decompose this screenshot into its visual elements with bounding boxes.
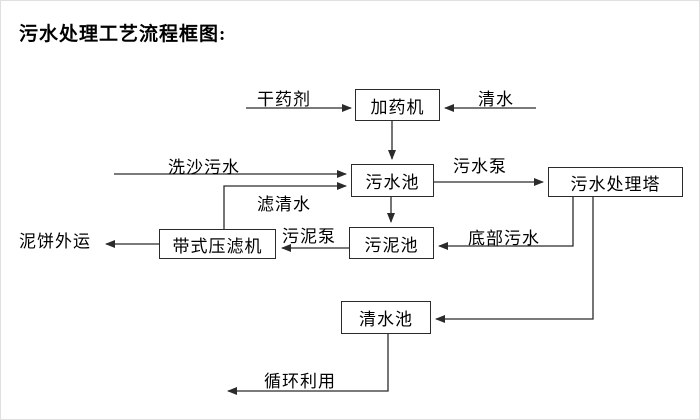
edge-label-recycle: 循环利用 — [264, 372, 336, 391]
edge-recycle-arrow — [227, 334, 389, 395]
edge-filtered-water-arrow — [223, 182, 347, 229]
edge-label-sludge-pump: 污泥泵 — [282, 227, 336, 246]
edge-label-sand-washing: 洗沙污水 — [168, 158, 240, 177]
edge-label-sewage-pump: 污水泵 — [453, 157, 507, 176]
node-clean-water-pool: 清水池 — [341, 301, 431, 334]
edge-bottom-sewage-arrow — [438, 197, 574, 250]
node-dosing-machine: 加药机 — [355, 89, 440, 121]
edge-label-dry-agent: 干药剂 — [257, 90, 311, 109]
node-treatment-tower: 污水处理塔 — [548, 167, 683, 197]
node-sludge-pool: 污泥池 — [349, 227, 434, 259]
page-title: 污水处理工艺流程框图: — [19, 24, 227, 45]
edge-label-mud-cake-out: 泥饼外运 — [19, 232, 91, 251]
edge-label-clean-water: 清水 — [478, 90, 514, 109]
edge-tower-to-clean-arrow — [435, 197, 594, 323]
edge-label-bottom-sewage: 底部污水 — [468, 229, 540, 248]
node-sewage-pool: 污水池 — [351, 164, 434, 197]
edge-label-filtered-water: 滤清水 — [257, 195, 311, 214]
node-belt-filter-press: 带式压滤机 — [159, 229, 276, 259]
